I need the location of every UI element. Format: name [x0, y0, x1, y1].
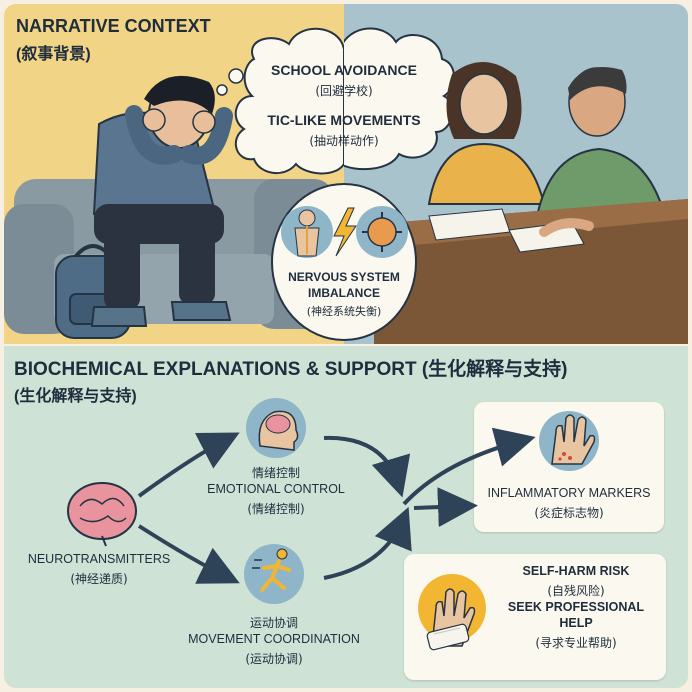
desk	[374, 199, 688, 344]
virus-icon	[356, 206, 408, 258]
neurotransmitters-label: NEUROTRANSMITTERS	[27, 552, 171, 566]
arrow-to-inflammatory	[402, 427, 536, 506]
thought-cloud	[216, 27, 344, 175]
arrow-emotional-out	[323, 435, 411, 498]
movement-coordination-zh: (运动协调)	[245, 652, 303, 666]
arrow-to-emotional	[137, 432, 240, 498]
nervous-system-zh: (神经系统失衡)	[306, 305, 382, 318]
biochem-diagram	[67, 398, 599, 651]
emotional-control-zh-top: 情绪控制	[251, 466, 300, 480]
lightning-icon	[333, 207, 357, 257]
tic-movements-label: TIC-LIKE MOVEMENTS	[267, 112, 421, 128]
inflammatory-markers-zh: (炎症标志物)	[534, 506, 604, 520]
neurotransmitters-zh: (神经递质)	[70, 572, 128, 586]
nerve-body-icon	[281, 206, 333, 258]
seek-help-label-1: SEEK PROFESSIONAL	[507, 600, 645, 614]
seek-help-zh: (寻求专业帮助)	[535, 636, 617, 650]
biochem-title: BIOCHEMICAL EXPLANATIONS & SUPPORT (生化解释…	[14, 359, 568, 380]
bandaged-hand-icon	[418, 574, 486, 651]
running-person-icon	[244, 544, 304, 604]
hand-rash-icon	[539, 411, 599, 471]
nervous-system-label-1: NERVOUS SYSTEM	[288, 270, 400, 284]
parents-panel	[344, 4, 688, 344]
parents-scene	[344, 27, 688, 344]
movement-coordination-zh-top: 运动协调	[249, 616, 298, 630]
brain-icon	[67, 482, 137, 547]
emotional-control-zh: (情绪控制)	[247, 502, 305, 516]
school-avoidance-label: SCHOOL AVOIDANCE	[271, 62, 417, 78]
tic-movements-zh: (抽动样动作)	[309, 134, 379, 148]
arrow-movement-out	[323, 506, 412, 580]
mother-figure	[427, 61, 546, 205]
inflammatory-markers-label: INFLAMMATORY MARKERS	[487, 486, 651, 500]
biochem-panel: BIOCHEMICAL EXPLANATIONS & SUPPORT (生化解释…	[4, 346, 688, 688]
narrative-title-zh: (叙事背景)	[16, 46, 91, 63]
biochem-title-zh: (生化解释与支持)	[14, 388, 137, 405]
selfharm-risk-zh: (自残风险)	[547, 584, 605, 598]
movement-coordination-label: MOVEMENT COORDINATION	[188, 632, 360, 646]
nervous-system-label-2: IMBALANCE	[308, 286, 380, 300]
school-avoidance-zh: (回避学校)	[315, 84, 373, 98]
arrow-merge	[413, 487, 478, 528]
head-brain-icon	[246, 398, 306, 458]
narrative-title: NARRATIVE CONTEXT	[16, 16, 211, 36]
selfharm-risk-label: SELF-HARM RISK	[522, 564, 630, 578]
teen-figure	[90, 75, 233, 327]
seek-help-label-2: HELP	[559, 616, 593, 630]
arrow-to-movement	[137, 524, 240, 584]
emotional-control-label: EMOTIONAL CONTROL	[207, 482, 345, 496]
